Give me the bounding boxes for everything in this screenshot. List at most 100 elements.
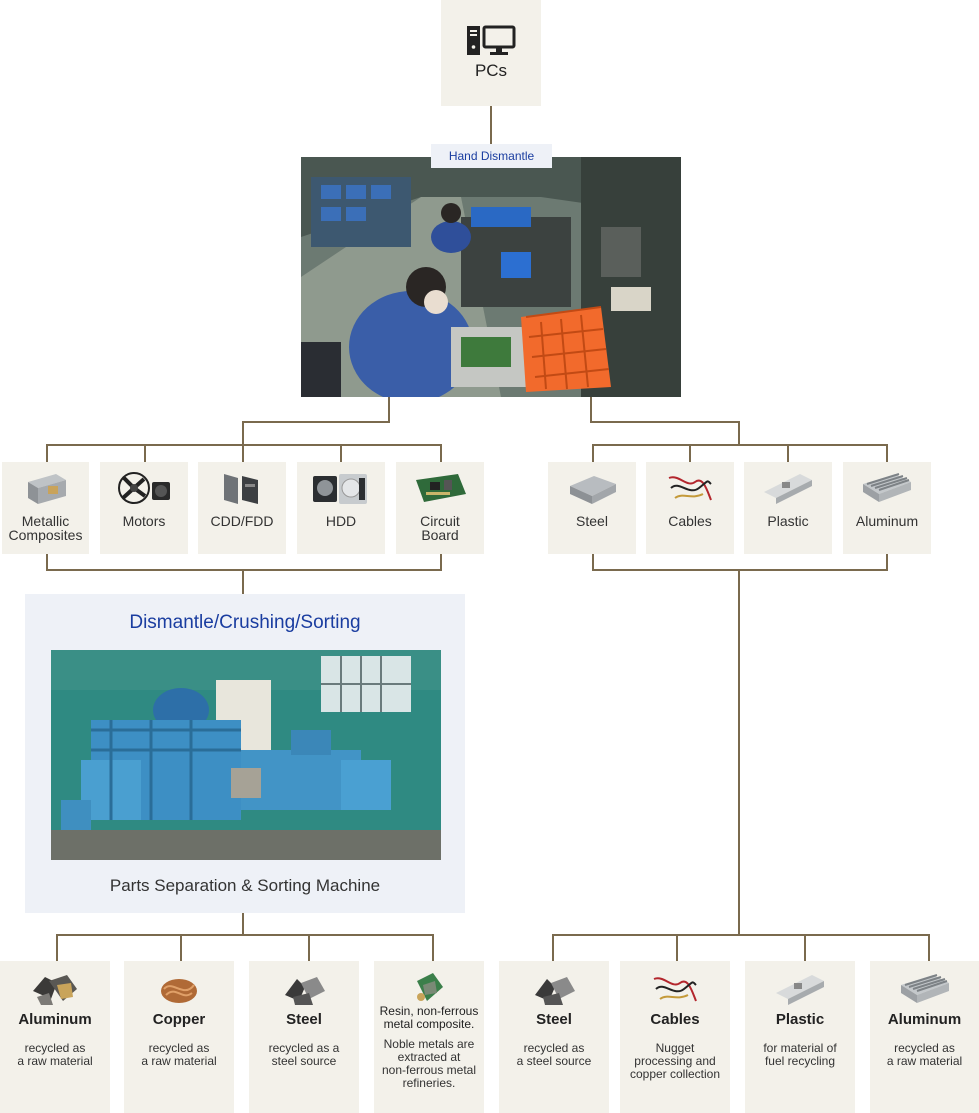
- output-title: Aluminum: [18, 1011, 92, 1028]
- part-label: HDD: [325, 513, 357, 529]
- part-cables: Cables: [646, 462, 734, 554]
- connector-line: [738, 569, 740, 935]
- output-title: Cables: [650, 1011, 700, 1028]
- cables-icon: [653, 977, 697, 1002]
- part-circuit-board: Circuit Board: [396, 462, 484, 554]
- connector-line: [592, 444, 594, 462]
- sorting-machine-photo: [51, 650, 441, 860]
- connector-line: [56, 934, 434, 936]
- aluminum-heatsink-icon: [900, 974, 949, 1003]
- connector-line: [46, 554, 48, 570]
- output-description: recycled as a raw material: [141, 1041, 217, 1068]
- connector-line: [440, 554, 442, 570]
- output-description: Noble metals are extracted at non-ferrou…: [381, 1037, 477, 1090]
- connector-line: [676, 934, 678, 961]
- connector-line: [46, 444, 48, 462]
- connector-line: [388, 396, 390, 422]
- connector-line: [242, 421, 390, 423]
- aluminum-scrap-icon: [33, 975, 77, 1005]
- part-metallic-composites: Metallic Composites: [2, 462, 89, 554]
- output-title: Steel: [286, 1011, 322, 1028]
- connector-line: [242, 421, 244, 445]
- connector-line: [440, 444, 442, 462]
- part-label: Circuit Board: [420, 513, 460, 543]
- connector-line: [787, 444, 789, 462]
- connector-line: [552, 934, 554, 961]
- connector-line: [738, 421, 740, 445]
- connector-line: [242, 913, 244, 935]
- steel-scrap-icon: [535, 977, 575, 1005]
- connector-line: [46, 569, 442, 571]
- cables-icon: [668, 476, 712, 501]
- part-aluminum: Aluminum: [843, 462, 931, 554]
- part-label: Motors: [122, 513, 166, 529]
- output-resin-composite: Resin, non-ferrous metal composite. Nobl…: [374, 961, 484, 1113]
- computer-icon: [467, 25, 516, 55]
- motor-fan-icon: [118, 472, 170, 504]
- connector-line: [552, 934, 930, 936]
- metallic-composites-icon: [27, 474, 66, 504]
- output-steel-right: Steel recycled as a steel source: [499, 961, 609, 1113]
- part-hdd: HDD: [297, 462, 385, 554]
- connector-line: [590, 396, 592, 422]
- pcs-node: PCs: [441, 0, 541, 106]
- resin-composite-icon: [417, 973, 443, 1001]
- connector-line: [689, 444, 691, 462]
- disc-drive-icon: [224, 474, 258, 504]
- output-description: recycled as a steel source: [516, 1041, 592, 1068]
- output-description: Nugget processing and copper collection: [629, 1041, 721, 1081]
- connector-line: [432, 934, 434, 961]
- circuit-board-icon: [416, 474, 466, 502]
- connector-line: [886, 444, 888, 462]
- connector-line: [590, 421, 740, 423]
- copper-wire-icon: [161, 979, 197, 1003]
- connector-line: [180, 934, 182, 961]
- connector-line: [490, 106, 492, 144]
- part-plastic: Plastic: [744, 462, 832, 554]
- hard-disk-icon: [313, 474, 367, 504]
- output-description: recycled as a steel source: [268, 1041, 340, 1068]
- connector-line: [804, 934, 806, 961]
- part-label: Cables: [668, 513, 712, 529]
- output-aluminum: Aluminum recycled as a raw material: [0, 961, 110, 1113]
- aluminum-heatsink-icon: [863, 473, 911, 502]
- part-label: Plastic: [767, 513, 809, 529]
- connector-line: [592, 569, 888, 571]
- connector-line: [592, 554, 594, 570]
- connector-line: [592, 444, 888, 446]
- output-description: for material of fuel recycling: [763, 1041, 837, 1068]
- output-description: recycled as a raw material: [17, 1041, 93, 1068]
- part-steel: Steel: [548, 462, 636, 554]
- connector-line: [928, 934, 930, 961]
- steel-frame-icon: [570, 476, 616, 504]
- plastic-part-icon: [764, 474, 812, 504]
- connector-line: [242, 444, 244, 462]
- output-title: Plastic: [775, 1011, 825, 1028]
- output-steel: Steel recycled as a steel source: [249, 961, 359, 1113]
- part-cdd-fdd: CDD/FDD: [198, 462, 286, 554]
- output-description: recycled as a raw material: [886, 1041, 963, 1068]
- connector-line: [144, 444, 146, 462]
- part-label: Steel: [576, 513, 608, 529]
- output-title: Steel: [536, 1011, 572, 1028]
- part-label: Aluminum: [855, 513, 919, 529]
- output-plastic: Plastic for material of fuel recycling: [745, 961, 855, 1113]
- part-motors: Motors: [100, 462, 188, 554]
- part-label: CDD/FDD: [210, 513, 274, 529]
- plastic-part-icon: [776, 975, 824, 1005]
- connector-line: [56, 934, 58, 961]
- output-copper: Copper recycled as a raw material: [124, 961, 234, 1113]
- connector-line: [886, 554, 888, 570]
- output-cables: Cables Nugget processing and copper coll…: [620, 961, 730, 1113]
- output-title: Resin, non-ferrous metal composite.: [379, 1004, 479, 1031]
- steel-scrap-icon: [285, 977, 325, 1005]
- pcs-label: PCs: [474, 61, 508, 80]
- connector-line: [46, 444, 442, 446]
- output-aluminum-right: Aluminum recycled as a raw material: [870, 961, 979, 1113]
- sorting-title: Dismantle/Crushing/Sorting: [129, 612, 361, 633]
- hand-dismantle-photo: [301, 157, 681, 397]
- connector-line: [308, 934, 310, 961]
- output-title: Copper: [152, 1011, 206, 1028]
- connector-line: [340, 444, 342, 462]
- output-title: Aluminum: [887, 1011, 962, 1028]
